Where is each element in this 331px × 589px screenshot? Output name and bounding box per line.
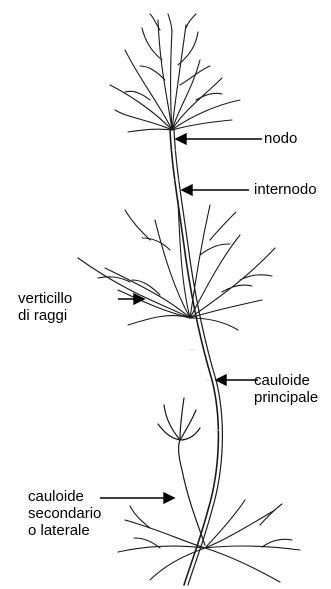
- main-stem: [170, 130, 222, 585]
- arrow-cauloide-secondario: [100, 493, 174, 503]
- label-cauloide-principale: cauloide principale: [254, 372, 318, 406]
- arrow-internodo: [182, 185, 249, 195]
- basal-whorl: [118, 500, 300, 582]
- apex-whorl: [110, 14, 240, 132]
- arrow-nodo: [176, 134, 262, 144]
- label-nodo: nodo: [264, 130, 297, 147]
- label-cauloide-secondario: cauloide secondario o laterale: [28, 488, 101, 539]
- arrow-cauloide-principale: [216, 375, 258, 385]
- whorl-of-branchlets: [78, 200, 275, 330]
- secondary-stem: [158, 398, 205, 545]
- label-verticillo-di-raggi: verticillo di raggi: [18, 290, 72, 324]
- label-internodo: internodo: [254, 181, 317, 198]
